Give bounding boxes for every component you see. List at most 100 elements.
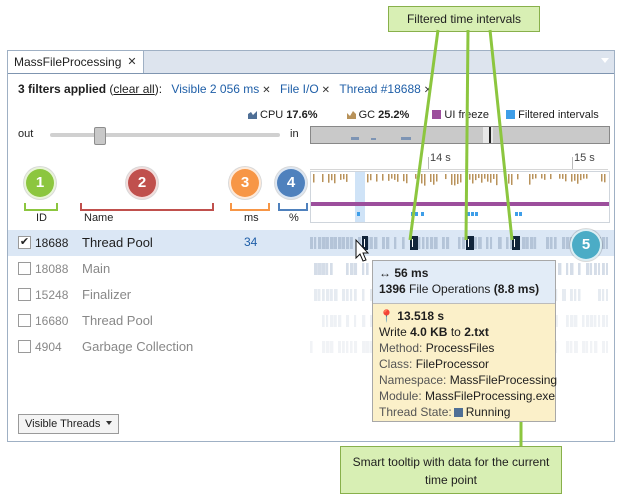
column-percent[interactable]: % [289, 212, 299, 224]
gc-bar [394, 174, 396, 180]
gc-bar [490, 174, 492, 183]
thread-activity [318, 263, 322, 275]
thread-name: Garbage Collection [82, 339, 194, 354]
column-id[interactable]: ID [36, 212, 47, 224]
thread-activity [326, 237, 329, 249]
thread-activity [566, 341, 570, 353]
visible-threads-dropdown[interactable]: Visible Threads [18, 414, 120, 434]
filtered-interval-block [410, 236, 418, 250]
close-icon[interactable]: ✕ [262, 85, 271, 96]
column-ms[interactable]: ms [244, 212, 259, 224]
thread-activity [354, 315, 357, 327]
thread-activity [370, 315, 374, 327]
gc-bar [403, 174, 405, 182]
smart-tooltip-callout: Smart tooltip with data for the current … [340, 446, 562, 494]
activity-overview-chart[interactable] [310, 171, 610, 223]
thread-activity [346, 315, 350, 327]
thread-activity [598, 289, 601, 301]
gc-bar [382, 174, 384, 181]
thread-checkbox[interactable] [18, 340, 31, 353]
filter-count: 3 filters applied [18, 82, 107, 96]
gc-bar [346, 174, 348, 182]
pin-icon: 📍 [379, 309, 394, 323]
thread-activity [334, 237, 337, 249]
zoom-slider-thumb[interactable] [94, 127, 106, 145]
gc-bar [487, 174, 489, 182]
thread-activity [606, 341, 608, 353]
tab-mass-file-processing[interactable]: MassFileProcessing ✕ [8, 51, 144, 73]
column-name[interactable]: Name [84, 212, 114, 224]
thread-activity [430, 237, 434, 249]
gc-bar [406, 174, 408, 184]
close-icon[interactable]: ✕ [321, 85, 331, 96]
gc-bar [580, 174, 582, 181]
thread-activity [562, 289, 566, 301]
thread-activity [354, 289, 357, 301]
thread-checkbox[interactable] [18, 288, 31, 301]
thread-activity [566, 263, 569, 275]
gc-bar [550, 174, 552, 180]
thread-activity [342, 237, 346, 249]
thread-activity [362, 315, 366, 327]
time-ruler: 14 s 15 s [310, 149, 608, 170]
filtered-interval-mark [519, 212, 522, 216]
thread-activity [402, 237, 405, 249]
thread-activity [338, 315, 342, 327]
thread-activity [350, 237, 353, 249]
thread-activity [562, 237, 566, 249]
interval-stripe [364, 239, 365, 247]
thread-activity [510, 237, 513, 249]
gc-bar [475, 174, 477, 181]
gc-bar [484, 174, 486, 179]
filter-chip-thread[interactable]: Thread #18688✕ [339, 82, 433, 96]
chevron-down-icon[interactable] [601, 58, 609, 63]
filtered-interval-mark [357, 212, 360, 216]
gc-bar [481, 174, 483, 183]
thread-activity [578, 289, 581, 301]
gc-bar [571, 174, 573, 182]
thread-activity [582, 315, 585, 327]
gc-bar [415, 174, 417, 179]
thread-activity [346, 263, 349, 275]
gc-bar [343, 174, 345, 180]
filter-chip-file-io[interactable]: File I/O✕ [279, 82, 331, 96]
thread-activity [586, 263, 590, 275]
gc-bar [328, 174, 330, 183]
gc-bar [430, 174, 432, 182]
thread-checkbox[interactable] [18, 262, 31, 275]
thread-activity [346, 341, 349, 353]
thread-row-18688[interactable]: ✔ 18688 Thread Pool 34 [8, 230, 614, 256]
thread-activity [310, 341, 313, 353]
filtered-interval-mark [421, 212, 424, 216]
thread-id: 18088 [35, 262, 69, 276]
filtered-intervals-callout: Filtered time intervals [388, 6, 540, 32]
legend-filtered-intervals: Filtered intervals [506, 109, 599, 121]
thread-activity [590, 341, 593, 353]
thread-activity [526, 237, 529, 249]
interval-stripe [412, 239, 413, 247]
close-icon[interactable]: ✕ [423, 85, 433, 96]
visible-threads-label: Visible Threads [25, 418, 101, 430]
thread-activity [322, 263, 326, 275]
thread-activity [354, 263, 358, 275]
close-icon[interactable]: ✕ [127, 56, 137, 68]
percent-bracket [278, 203, 308, 211]
zoom-slider[interactable] [50, 127, 280, 145]
thread-activity [322, 341, 326, 353]
clear-all-link[interactable]: clear all [113, 82, 155, 96]
filter-chip-visible[interactable]: Visible 2 056 ms✕ [171, 82, 271, 96]
thread-timeline-track[interactable] [310, 235, 608, 251]
gc-bar [529, 174, 531, 185]
thread-activity [326, 341, 330, 353]
thread-activity [606, 315, 608, 327]
thread-activity [350, 289, 353, 301]
legend-cpu: CPU 17.6% [248, 109, 318, 121]
timeline-overview[interactable] [310, 126, 610, 144]
thread-name: Thread Pool [82, 235, 153, 250]
thread-checkbox[interactable] [18, 314, 31, 327]
thread-checkbox[interactable]: ✔ [18, 236, 31, 249]
ruler-tick-label: 15 s [574, 152, 595, 164]
thread-activity [598, 263, 601, 275]
thread-activity [602, 263, 605, 275]
filtered-interval-block [466, 236, 474, 250]
